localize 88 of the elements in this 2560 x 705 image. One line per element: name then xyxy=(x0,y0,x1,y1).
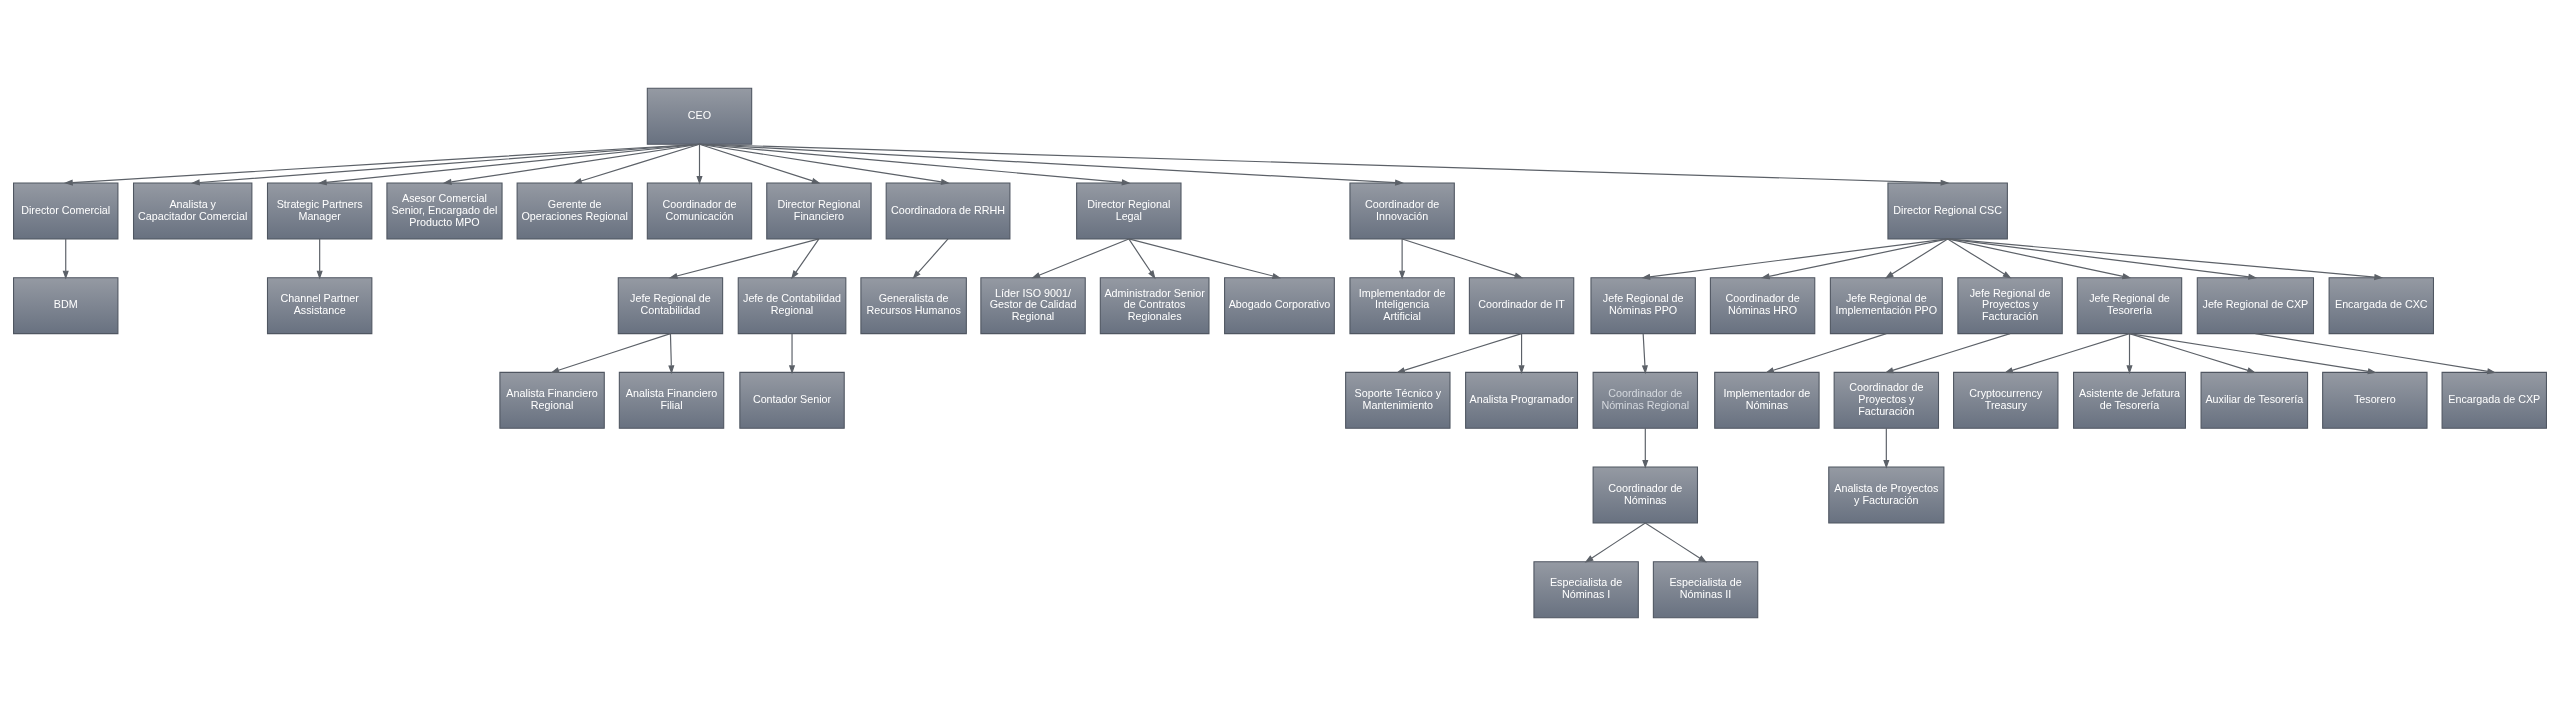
arrow xyxy=(698,143,1131,185)
arrow xyxy=(2004,332,2131,373)
arrow xyxy=(1644,521,1708,563)
node-box: Jefe Regional de Contabilidad xyxy=(617,276,724,334)
arrow xyxy=(1883,427,1890,469)
node-box: Analista y Capacitador Comercial xyxy=(133,181,253,239)
node-box: Channel Partner Assistance xyxy=(266,276,373,334)
arrow xyxy=(1396,332,1523,373)
node-box: Especialista de Nóminas I xyxy=(1533,560,1639,618)
node-box: Director Regional Financiero xyxy=(766,181,872,239)
arrow xyxy=(1947,237,2384,280)
arrow xyxy=(788,332,796,374)
arrow xyxy=(317,143,701,185)
node-box: Cryptocurrency Treasury xyxy=(1953,371,2059,429)
node-box: Especialista de Nóminas II xyxy=(1652,560,1759,618)
node-box: Generalista de Recursos Humanos xyxy=(860,276,967,334)
node-box: Soporte Técnico y Mantenimiento xyxy=(1345,371,1451,429)
node-box: CEO xyxy=(646,87,753,145)
node-box: Jefe Regional de Tesorería xyxy=(2076,276,2183,334)
node-box: Coordinador de Nóminas HRO xyxy=(1709,276,1816,334)
arrow xyxy=(63,143,701,186)
node-box: Jefe de Contabilidad Regional xyxy=(737,276,847,334)
arrow xyxy=(62,237,69,279)
arrow xyxy=(1947,237,2258,280)
arrow xyxy=(668,332,675,374)
arrow xyxy=(912,237,949,279)
arrow xyxy=(1031,237,1130,278)
node-box: Administrador Senior de Contratos Regionales xyxy=(1099,276,1210,334)
arrow xyxy=(1642,427,1649,469)
node-box: Jefe Regional de Implementación PPO xyxy=(1829,276,1943,334)
node-box: Coordinador de IT xyxy=(1468,276,1575,334)
arrow xyxy=(698,143,1404,186)
arrow xyxy=(1765,332,1887,373)
arrow xyxy=(1584,521,1646,563)
arrow xyxy=(698,143,1950,186)
arrow xyxy=(550,332,672,373)
node-box: Analista Programador xyxy=(1465,371,1579,429)
node-box: Strategic Partners Manager xyxy=(266,181,373,239)
arrow xyxy=(698,143,950,185)
arrow xyxy=(1884,237,1949,279)
arrow xyxy=(2254,332,2497,374)
node-box: Coordinadora de RRHH xyxy=(885,181,1011,239)
arrow xyxy=(2126,332,2133,374)
arrow xyxy=(1128,237,1156,279)
arrow xyxy=(1399,237,1406,279)
arrow xyxy=(2128,332,2257,373)
node-box: Encargada de CXC xyxy=(2328,276,2434,334)
arrow xyxy=(698,143,821,184)
node-box: Jefe Regional de Nóminas PPO xyxy=(1590,276,1696,334)
arrow xyxy=(1401,237,1524,278)
arrow xyxy=(696,143,703,185)
node-box: Jefe Regional de Proyectos y Facturación xyxy=(1957,276,2063,334)
node-box: Coordinador de Nóminas Regional xyxy=(1592,371,1699,429)
arrow xyxy=(572,143,701,184)
arrow xyxy=(1884,332,2011,373)
node-box: Contador Senior xyxy=(739,371,845,429)
node-box: Jefe Regional de CXP xyxy=(2196,276,2315,334)
node-box: Coordinador de Comunicación xyxy=(646,181,753,239)
node-box: Gerente de Operaciones Regional xyxy=(516,181,633,239)
node-box: Abogado Corporativo xyxy=(1224,276,1335,334)
arrow xyxy=(1518,332,1525,374)
arrow xyxy=(1947,237,2012,279)
arrow xyxy=(316,237,323,279)
arrow xyxy=(2128,332,2377,374)
node-box: Coordinador de Nóminas xyxy=(1592,466,1699,524)
node-box: Director Regional Legal xyxy=(1076,181,1182,239)
node-box: Auxiliar de Tesorería xyxy=(2200,371,2309,429)
node-box: Coordinador de Proyectos y Facturación xyxy=(1833,371,1940,429)
arrow xyxy=(190,143,701,186)
arrow xyxy=(791,237,820,279)
node-box: Tesorero xyxy=(2322,371,2428,429)
arrow xyxy=(1128,237,1282,279)
arrow xyxy=(668,237,820,279)
node-box: Analista Financiero Filial xyxy=(618,371,725,429)
node-box: Analista de Proyectos y Facturación xyxy=(1828,466,1945,524)
node-box: Líder ISO 9001/ Gestor de Calidad Regional xyxy=(980,276,1086,334)
node-box: Analista Financiero Regional xyxy=(499,371,605,429)
node-box: Implementador de Nóminas xyxy=(1714,371,1820,429)
node-box: Asesor Comercial Senior, Encargado del Producto MPO xyxy=(386,181,503,239)
arrow xyxy=(1947,237,2132,279)
node-box: BDM xyxy=(13,276,119,334)
arrow xyxy=(1641,237,1949,280)
arrow xyxy=(1760,237,1949,279)
node-box: Encargada de CXP xyxy=(2441,371,2547,429)
node-box: Asistente de Jefatura de Tesorería xyxy=(2073,371,2186,429)
arrow xyxy=(442,143,701,185)
arrow xyxy=(1641,332,1648,374)
node-box: Implementador de Inteligencia Artificial xyxy=(1349,276,1455,334)
